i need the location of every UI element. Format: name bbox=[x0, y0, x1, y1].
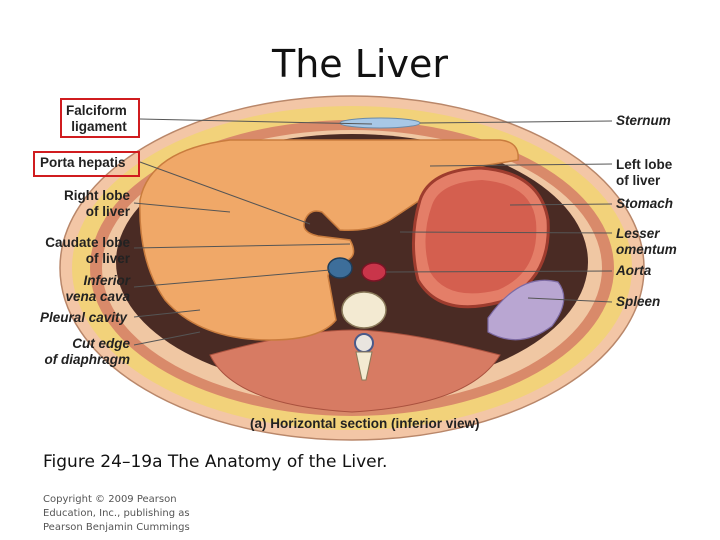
sternum bbox=[339, 117, 421, 129]
spinous-process bbox=[355, 351, 373, 381]
leader-lines-left bbox=[133, 118, 373, 346]
stomach-lining bbox=[425, 180, 537, 294]
label-sternum: Sternum bbox=[616, 113, 671, 128]
aorta bbox=[361, 262, 387, 282]
spleen bbox=[487, 279, 565, 341]
spinal-cord bbox=[354, 333, 374, 353]
figure-caption: Figure 24–19a The Anatomy of the Liver. bbox=[43, 452, 388, 472]
label-pleural-cavity: Pleural cavity bbox=[40, 310, 128, 325]
slide-title: The Liver bbox=[272, 42, 448, 86]
highlight-box-falciform bbox=[60, 98, 140, 138]
label-stomach: Stomach bbox=[616, 196, 674, 211]
label-porta-hepatis: Porta hepatis bbox=[40, 155, 126, 170]
label-spleen: Spleen bbox=[616, 294, 661, 309]
label-aorta: Aorta bbox=[616, 263, 652, 278]
vertebral-body bbox=[341, 291, 387, 329]
leader-lines-right bbox=[385, 120, 613, 303]
copyright-text: Copyright © 2009 Pearson Education, Inc.… bbox=[43, 494, 190, 533]
inferior-vena-cava bbox=[327, 257, 353, 279]
highlight-box-porta-hepatis bbox=[33, 151, 140, 177]
view-caption: (a) Horizontal section (inferior view) bbox=[250, 416, 480, 431]
